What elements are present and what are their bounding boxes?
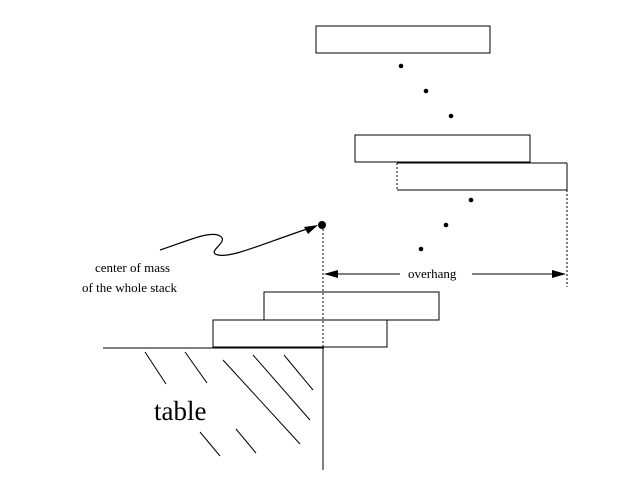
overhang-arrowhead-right (552, 270, 566, 278)
block-upper (354, 134, 531, 163)
block-second (263, 291, 440, 321)
ellipsis-dots-upper (398, 63, 454, 119)
block-rightmost (396, 162, 568, 191)
block-bottom (212, 319, 388, 348)
table-label: table (154, 396, 206, 426)
center-of-mass-label-line2: of the whole stack (82, 280, 177, 295)
overhang-label: overhang (408, 266, 457, 281)
center-of-mass-label-line1: center of mass (95, 260, 170, 275)
ellipsis-dots-lower (418, 197, 474, 252)
center-of-mass-dot (318, 221, 326, 229)
table-hatching (144, 351, 314, 457)
arrowhead-center-of-mass (304, 225, 318, 234)
center-of-mass-wavy-arrow (159, 227, 311, 257)
block-top (315, 25, 491, 54)
overhang-arrowhead-left (324, 270, 338, 278)
